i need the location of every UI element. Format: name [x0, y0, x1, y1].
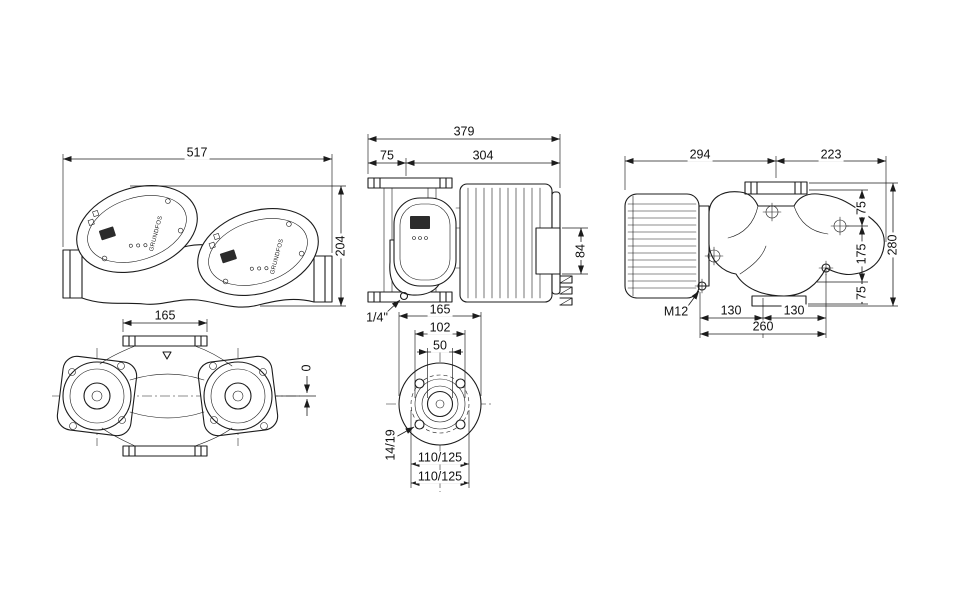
- control-box-shell: [197, 208, 319, 296]
- port-flange-bar: [744, 181, 808, 195]
- volute-inner-curves: [727, 205, 829, 275]
- button-dot: [249, 266, 254, 271]
- vent-plug: [399, 291, 409, 301]
- bolt-holes: [414, 378, 466, 430]
- dim-side-overall-depth: 379: [451, 124, 477, 139]
- top-view: [624, 156, 898, 338]
- button-dot: [418, 236, 422, 240]
- right-port-stub: [313, 255, 333, 303]
- cable-gland-hatch: [559, 275, 573, 306]
- screw: [298, 250, 305, 257]
- control-box-side: [393, 197, 457, 287]
- dim-side-motor-length: 304: [470, 148, 496, 163]
- indicator-square: [213, 232, 221, 241]
- button-dot: [128, 243, 133, 248]
- boss-circle: [414, 378, 466, 430]
- button-dot: [412, 236, 416, 240]
- screw: [165, 198, 171, 204]
- button-dot: [257, 266, 262, 271]
- dim-bottom-port-offset: 0: [299, 362, 314, 374]
- dim-port-bolt-circle-a: 110/125: [415, 450, 465, 465]
- dim-top-offset-top: 75: [854, 199, 869, 217]
- left-port-stub: [62, 249, 83, 299]
- button-dot: [136, 243, 141, 248]
- right-flange-plate: [197, 355, 279, 437]
- indicator-square: [87, 218, 95, 226]
- dim-side-flange-offset: 75: [378, 148, 396, 163]
- left-control-box: GRUNDFOS: [76, 185, 198, 273]
- bottom-flange-bar: [367, 291, 453, 303]
- ext-line: [410, 410, 470, 488]
- motor-fins: [467, 187, 541, 299]
- adapter-flange: [698, 205, 710, 287]
- ext-line: [398, 312, 482, 396]
- ext-line: [367, 134, 561, 188]
- label-bolt-thread: M12: [661, 304, 691, 319]
- dim-top-depth-total: 280: [885, 232, 900, 258]
- dim-port-bore-diameter: 50: [431, 338, 449, 353]
- dim-top-length-pump-side: 223: [818, 147, 844, 162]
- front-view: GRUNDFOS GRUNDFOS: [62, 154, 346, 308]
- dim-top-length-motor-side: 294: [687, 147, 713, 162]
- control-box-rim: [208, 218, 308, 286]
- display-panel: [410, 216, 430, 229]
- bore-circle: [426, 390, 454, 418]
- screw: [286, 221, 292, 227]
- label-vent-plug-size: 1/4": [364, 310, 390, 325]
- dim-port-bolt-circle-b: 110/125: [415, 469, 465, 484]
- left-flange-plate: [56, 355, 138, 437]
- left-port: [62, 361, 132, 431]
- m12-bolt-holes: [694, 260, 834, 294]
- dim-port-boss-diameter: 102: [427, 320, 453, 335]
- dim-top-bolt-pitch-left: 130: [718, 303, 744, 318]
- display-panel: [98, 226, 116, 241]
- screw: [222, 278, 229, 285]
- dim-port-flange-od: 165: [427, 302, 453, 317]
- control-box-shell: [76, 185, 198, 273]
- bolt-circle-dashed: [410, 374, 470, 434]
- dim-side-terminal-height: 84: [573, 242, 588, 260]
- dim-top-bolt-pitch-right: 130: [781, 303, 807, 318]
- m12-leader: [687, 290, 700, 307]
- ring: [421, 385, 459, 423]
- screw: [101, 255, 108, 262]
- button-dot: [143, 243, 148, 248]
- ext-line: [414, 330, 466, 398]
- vent-triangle-icon: [162, 351, 172, 360]
- dim-front-overall-width: 517: [184, 145, 210, 160]
- dim-top-spacing-mid: 175: [854, 241, 869, 267]
- motor-fins: [627, 195, 697, 297]
- dim-port-bolt-hole-diameter: 14/19: [383, 427, 398, 463]
- right-control-box: GRUNDFOS: [197, 208, 319, 296]
- side-view: [367, 134, 588, 314]
- ext-line: [130, 185, 346, 307]
- ext-line: [808, 182, 898, 307]
- screw: [177, 227, 184, 234]
- control-box-rim: [87, 195, 187, 263]
- dim-bottom-flange-width: 165: [152, 308, 178, 323]
- bottom-view: [52, 319, 316, 457]
- button-dot: [424, 236, 428, 240]
- indicator-square: [208, 241, 216, 249]
- top-flange-bar: [367, 177, 453, 189]
- hub-dot: [435, 399, 445, 409]
- top-flange-bar: [122, 335, 208, 347]
- terminal-box: [535, 227, 561, 275]
- control-box-side-rim: [399, 203, 451, 281]
- display-panel: [219, 249, 237, 264]
- casing-connectors: [99, 345, 233, 447]
- dim-top-offset-bottom: 75: [854, 284, 869, 302]
- ext-line: [62, 154, 333, 253]
- cable-glands: [559, 275, 573, 306]
- right-port: [203, 361, 273, 431]
- button-dot: [264, 266, 269, 271]
- dim-front-overall-height: 204: [333, 233, 348, 259]
- volute-top-outline: [708, 191, 885, 297]
- vent-plug-leader: [385, 299, 401, 314]
- dim-top-bolt-pitch-total: 260: [750, 319, 776, 334]
- indicator-square: [92, 209, 100, 218]
- bottom-flange-bar: [122, 445, 208, 457]
